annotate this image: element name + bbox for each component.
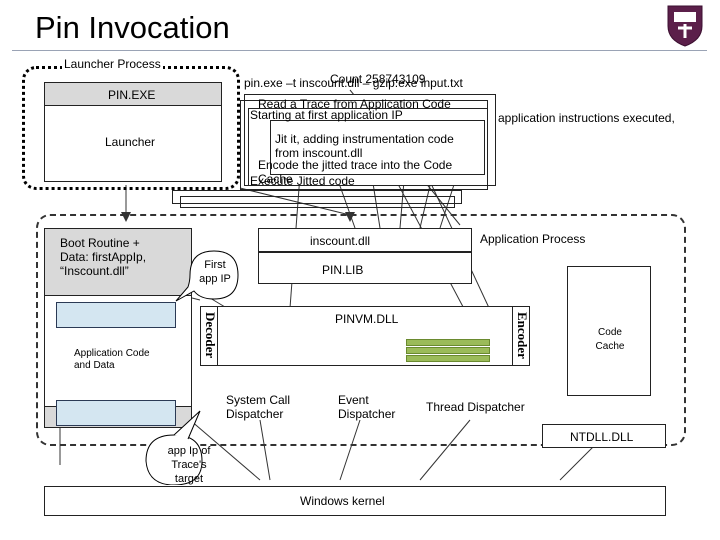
code-cache-label: Code Cache (595, 327, 625, 352)
pin-lib-box (258, 252, 472, 284)
code-cache-box (567, 266, 651, 396)
overlap-bar-1 (172, 190, 462, 204)
step-execute: Execute Jitted code (250, 174, 355, 188)
pinvm-dll-label: PINVM.DLL (335, 312, 399, 326)
launcher-label: Launcher (105, 135, 156, 149)
windows-kernel-box (44, 486, 666, 516)
step-jit: Jit it, adding instrumentation code from… (275, 132, 454, 160)
ntdll-label: NTDLL.DLL (570, 430, 634, 444)
windows-kernel-label: Windows kernel (300, 494, 385, 508)
title-divider (12, 50, 707, 51)
jit-bar-3 (406, 355, 490, 362)
encoder-box (512, 306, 530, 366)
launcher-process-label: Launcher Process (62, 57, 163, 71)
pin-exe-label: PIN.EXE (108, 88, 156, 102)
application-process-label: Application Process (480, 232, 586, 246)
first-app-ip-bubble (175, 250, 239, 302)
step-frame-4 (270, 120, 485, 175)
decoder-label: Decoder (203, 312, 218, 359)
crest-icon (667, 5, 703, 47)
app-code-label: Application Code and Data (74, 348, 150, 371)
inscount-dll-label: inscount.dll (310, 234, 371, 248)
application-process-region (36, 214, 686, 446)
ntdll-box (542, 424, 666, 448)
jit-bar-2 (406, 347, 490, 354)
boot-routine-label: Boot Routine + Data: firstAppIp, “Inscou… (60, 236, 147, 278)
step-start-ip: Starting at first application IP (250, 108, 403, 122)
decoder-box (200, 306, 218, 366)
event-dispatcher: Event Dispatcher (338, 393, 396, 421)
first-app-ip-label: First app IP (199, 259, 231, 285)
step-read-trace: Read a Trace from Application Code (258, 97, 451, 111)
thread-dispatcher: Thread Dispatcher (426, 400, 525, 414)
command-line: pin.exe –t inscount.dll – gzip.exe input… (244, 76, 463, 90)
system-call-dispatcher: System Call Dispatcher (226, 393, 291, 421)
app-code-block-bottom (56, 400, 176, 426)
trace-target-bubble (145, 410, 203, 485)
jit-bar-1 (406, 339, 490, 346)
encoder-label: Encoder (515, 312, 530, 359)
overlap-bar-2 (180, 196, 455, 208)
pin-lib-label: PIN.LIB (322, 263, 364, 277)
step-frame-3 (248, 108, 488, 186)
count-file: Count 258743109 (330, 72, 426, 86)
step-encode: Encode the jitted trace into the Code Ca… (258, 158, 453, 186)
trace-target-label: app Ip of Trace's target (167, 445, 211, 485)
inscount-dll-box (258, 228, 472, 252)
launcher-box (44, 105, 222, 182)
page-title: Pin Invocation (35, 10, 230, 45)
step-overlap-note: application instructions executed, (498, 111, 675, 125)
app-code-block-top (56, 302, 176, 328)
